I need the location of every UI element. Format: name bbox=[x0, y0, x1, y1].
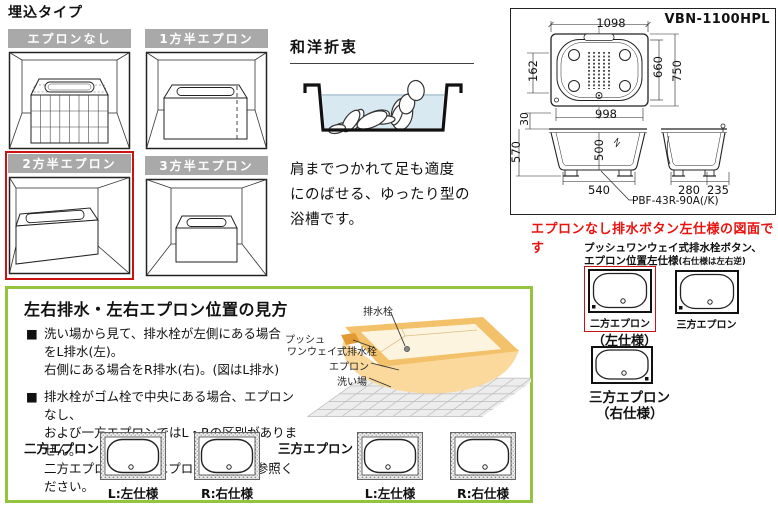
three-side-topview-diagram bbox=[674, 269, 739, 314]
dim-top-width: 1098 bbox=[596, 16, 626, 30]
type-card-two-side: 2方半エプロン bbox=[8, 154, 131, 275]
apron-none-diagram bbox=[8, 51, 131, 150]
label-apron: エプロン bbox=[329, 362, 369, 373]
three-side-right-sub: R:右仕様 bbox=[456, 486, 510, 501]
type-card-one-side: 1方半エプロン bbox=[145, 29, 268, 150]
type-label-two-side: 2方半エプロン bbox=[8, 154, 131, 173]
type-label-one-side: 1方半エプロン bbox=[145, 29, 268, 48]
guide-title: 左右排水・左右エプロン位置の見方 bbox=[24, 300, 289, 319]
drain-panel-heading-2-text: エプロン位置左仕様 bbox=[584, 255, 679, 267]
one-side-apron-diagram bbox=[145, 51, 268, 150]
bathing-style-section: 和洋折衷 肩までつかれて足も適度 にのばせる、ゆったり型の 浴槽です。 bbox=[290, 36, 474, 233]
two-side-left-diagram bbox=[100, 432, 166, 480]
label-washing-area: 洗い場 bbox=[337, 377, 367, 388]
dim-end-width: 235 bbox=[707, 183, 729, 197]
type-card-two-side-highlight: 2方半エプロン bbox=[5, 151, 134, 280]
dim-end-base-width: 280 bbox=[678, 183, 700, 197]
three-side-apron-diagram bbox=[145, 178, 268, 277]
pair-sub-label: （左仕様） bbox=[592, 334, 658, 349]
tech-drawing-box: VBN-1100HPL 1098 162 660 750 998 30 570 … bbox=[509, 8, 776, 215]
model-number: VBN-1100HPL bbox=[664, 12, 770, 27]
drain-panel-heading-note: (右仕様は左右逆) bbox=[678, 257, 746, 267]
three-side-right-topview-diagram bbox=[591, 346, 653, 384]
three-side-right-diagram bbox=[450, 432, 516, 480]
two-side-right-diagram bbox=[194, 432, 260, 480]
bullet-marker-icon: ■ bbox=[26, 326, 38, 341]
type-label-apron-none: エプロンなし bbox=[8, 29, 131, 48]
label-push-1: プッシュ bbox=[285, 335, 325, 346]
drain-diagram-three-side: 三方エプロン bbox=[670, 266, 743, 333]
drain-panel-heading-1: プッシュワンウェイ式排水栓ボタン、 bbox=[584, 242, 762, 254]
tech-drawing-caption: エプロンなし排水ボタン左仕様の図面です bbox=[531, 222, 775, 256]
two-side-right-sub: R:右仕様 bbox=[200, 486, 254, 501]
drain-diagram-two-side-label: 二方エプロン bbox=[590, 319, 650, 330]
group-two-side-label: 二方エプロン bbox=[24, 441, 100, 456]
drain-position-panel: プッシュワンウェイ式排水栓ボタン、 エプロン位置左仕様(右仕様は左右逆) 二方エ… bbox=[584, 240, 776, 425]
dim-rim-gap: 30 bbox=[519, 112, 531, 126]
label-push-2: ワンウェイ式排水栓 bbox=[287, 347, 377, 358]
bullet-marker-icon: ■ bbox=[26, 389, 38, 404]
dim-inner-length: 660 bbox=[651, 56, 665, 78]
drain-diagram-three-side-label: 三方エプロン bbox=[676, 319, 737, 331]
type-card-apron-none: エプロンなし bbox=[8, 29, 131, 150]
drain-diagram-pair: 二方エプロン 三方エプロン bbox=[584, 266, 743, 333]
tech-drawing bbox=[516, 21, 730, 201]
page-title: 埋込タイプ bbox=[8, 5, 83, 21]
bathing-style-title: 和洋折衷 bbox=[290, 36, 474, 64]
third-diagram-label: 三方エプロン bbox=[589, 390, 670, 406]
dim-outer-length: 750 bbox=[670, 60, 684, 82]
two-side-apron-diagram bbox=[8, 176, 131, 275]
dim-inner-depth: 500 bbox=[592, 139, 606, 161]
dim-tub-height: 570 bbox=[509, 141, 523, 163]
three-side-left-sub: L:左仕様 bbox=[364, 486, 416, 501]
isometric-tub-art bbox=[306, 312, 531, 418]
dim-bottom-width: 998 bbox=[595, 107, 617, 121]
bathing-style-description: 肩までつかれて足も適度 にのばせる、ゆったり型の 浴槽です。 bbox=[290, 162, 470, 228]
dim-base-width: 540 bbox=[588, 183, 610, 197]
label-drain: 排水栓 bbox=[363, 307, 393, 318]
isometric-tub-illustration: 排水栓 プッシュ ワンウェイ式排水栓 エプロン 洗い場 bbox=[279, 291, 531, 419]
part-code: PBF-43R-90A(/K) bbox=[632, 195, 719, 207]
third-diagram-sub: （右仕様） bbox=[596, 406, 664, 422]
guide-bullet-1-text: 洗い場から見て、排水栓が左側にある場合 をL排水(左)。 右側にある場合をR排水… bbox=[44, 326, 281, 377]
two-side-topview-diagram bbox=[588, 269, 652, 313]
guide-bullet-1: ■ 洗い場から見て、排水栓が左側にある場合 をL排水(左)。 右側にある場合をR… bbox=[26, 325, 302, 379]
two-side-left-sub: L:左仕様 bbox=[107, 486, 159, 501]
drain-panel-heading-2: エプロン位置左仕様(右仕様は左右逆) bbox=[584, 253, 746, 268]
drain-apron-guide-box: 左右排水・左右エプロン位置の見方 ■ 洗い場から見て、排水栓が左側にある場合 を… bbox=[5, 286, 533, 503]
type-card-three-side: 3方半エプロン bbox=[145, 156, 268, 277]
dim-left-offset: 162 bbox=[526, 60, 540, 82]
group-three-side-label: 三方エプロン bbox=[278, 441, 354, 456]
three-side-left-diagram bbox=[357, 432, 423, 480]
person-in-tub-illustration bbox=[303, 79, 463, 135]
drain-diagram-two-side: 二方エプロン bbox=[584, 266, 656, 332]
type-label-three-side: 3方半エプロン bbox=[145, 156, 268, 175]
